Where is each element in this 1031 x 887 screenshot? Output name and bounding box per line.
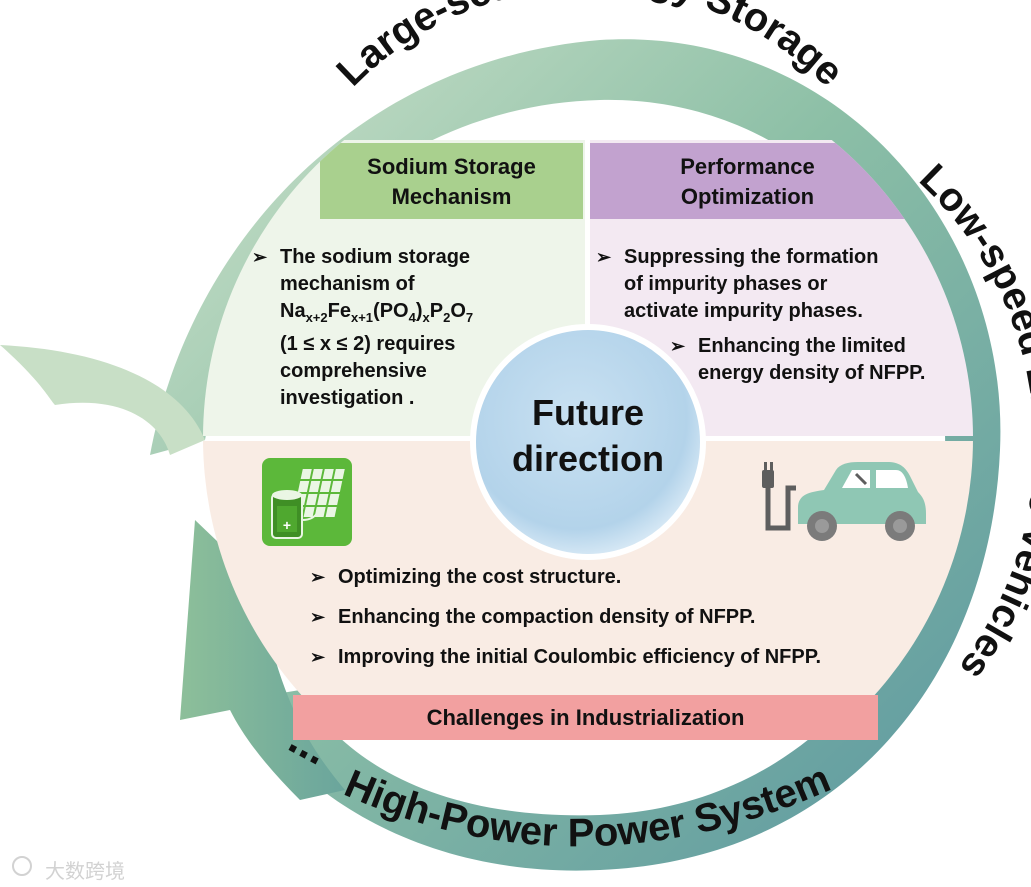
performance-body: ➢ Suppressing the formation of impurity …: [596, 244, 956, 387]
sodium-title-line1: Sodium Storage: [367, 154, 536, 179]
challenge-bullet-2: ➢ Enhancing the compaction density of NF…: [310, 604, 910, 631]
electric-car-charger-icon: [762, 462, 926, 541]
sodium-text-line1: The sodium storage: [280, 246, 471, 268]
performance-bullet-2: ➢ Enhancing the limited energy density o…: [670, 335, 926, 384]
watermark: 大数跨境: [45, 859, 125, 883]
sodium-text-line2: mechanism of: [280, 273, 415, 295]
challenge-bullet-3: ➢ Improving the initial Coulombic effici…: [310, 644, 910, 671]
bullet-arrow-icon: ➢: [310, 607, 326, 627]
battery-solar-panel-icon: +: [262, 458, 352, 546]
cycle-ring-arrow: [0, 39, 1001, 871]
sodium-formula: Nax+2Fex+1(PO4)xP2O7: [280, 300, 474, 325]
challenges-body: ➢ Optimizing the cost structure. ➢ Enhan…: [310, 564, 910, 671]
sodium-body: ➢ The sodium storage mechanism of Nax+2F…: [252, 244, 552, 412]
sodium-bullet: ➢ The sodium storage mechanism of Nax+2F…: [252, 244, 552, 412]
watermark-logo-icon: [12, 856, 32, 876]
bullet-arrow-icon: ➢: [252, 247, 268, 267]
performance-header: Performance Optimization: [590, 152, 905, 212]
bullet-arrow-icon: ➢: [596, 247, 612, 267]
sodium-header: Sodium Storage Mechanism: [320, 152, 583, 212]
sodium-title-line2: Mechanism: [391, 184, 512, 209]
center-title: Future direction: [478, 390, 698, 482]
performance-title-line2: Optimization: [680, 184, 815, 209]
sodium-text-line3: (1 ≤ x ≤ 2) requires: [280, 333, 456, 355]
center-title-line1: Future: [532, 392, 644, 433]
svg-text:+: +: [283, 517, 291, 533]
bullet-arrow-icon: ➢: [310, 567, 326, 587]
bullet-arrow-icon: ➢: [670, 336, 686, 356]
performance-title-line1: Performance: [680, 154, 815, 179]
sodium-text-line4: comprehensive: [280, 360, 427, 382]
center-circle: [470, 324, 706, 560]
challenges-bar: Challenges in Industrialization: [293, 695, 878, 740]
sodium-text-line5: investigation .: [280, 387, 415, 409]
bullet-arrow-icon: ➢: [310, 647, 326, 667]
challenge-bullet-1: ➢ Optimizing the cost structure.: [310, 564, 910, 591]
performance-bullet-1: ➢ Suppressing the formation of impurity …: [596, 246, 879, 322]
center-title-line2: direction: [511, 438, 664, 479]
